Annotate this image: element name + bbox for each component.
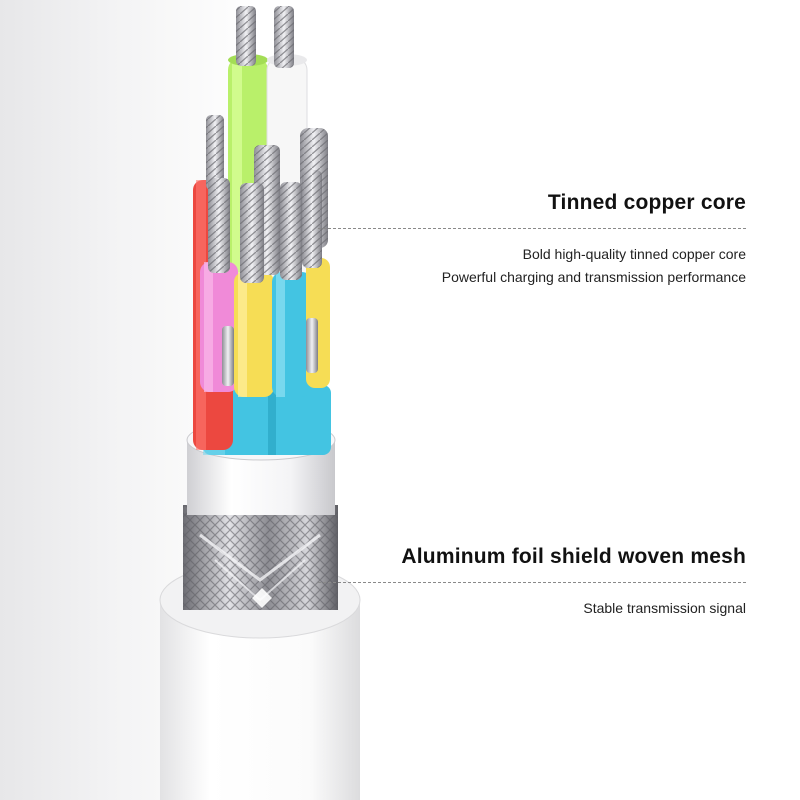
copper-core-callout: Tinned copper core Bold high-quality tin… [318, 191, 746, 289]
cyan-wire [272, 272, 312, 397]
callout-description: Bold high-quality tinned copper core Pow… [318, 243, 746, 289]
shield-mesh-callout: Aluminum foil shield woven mesh Stable t… [318, 545, 746, 620]
callout-title: Tinned copper core [547, 191, 746, 214]
dashed-leader-line [318, 228, 746, 229]
callout-desc-line: Stable transmission signal [583, 600, 746, 616]
woven-mesh-shield [183, 505, 338, 610]
callout-desc-line: Powerful charging and transmission perfo… [441, 269, 746, 285]
callout-description: Stable transmission signal [318, 597, 746, 620]
yellow-wire [234, 272, 274, 397]
dashed-leader-line [318, 582, 746, 583]
callout-desc-line: Bold high-quality tinned copper core [522, 246, 746, 262]
tinned-copper-strands [206, 6, 328, 386]
callout-title: Aluminum foil shield woven mesh [401, 545, 746, 568]
